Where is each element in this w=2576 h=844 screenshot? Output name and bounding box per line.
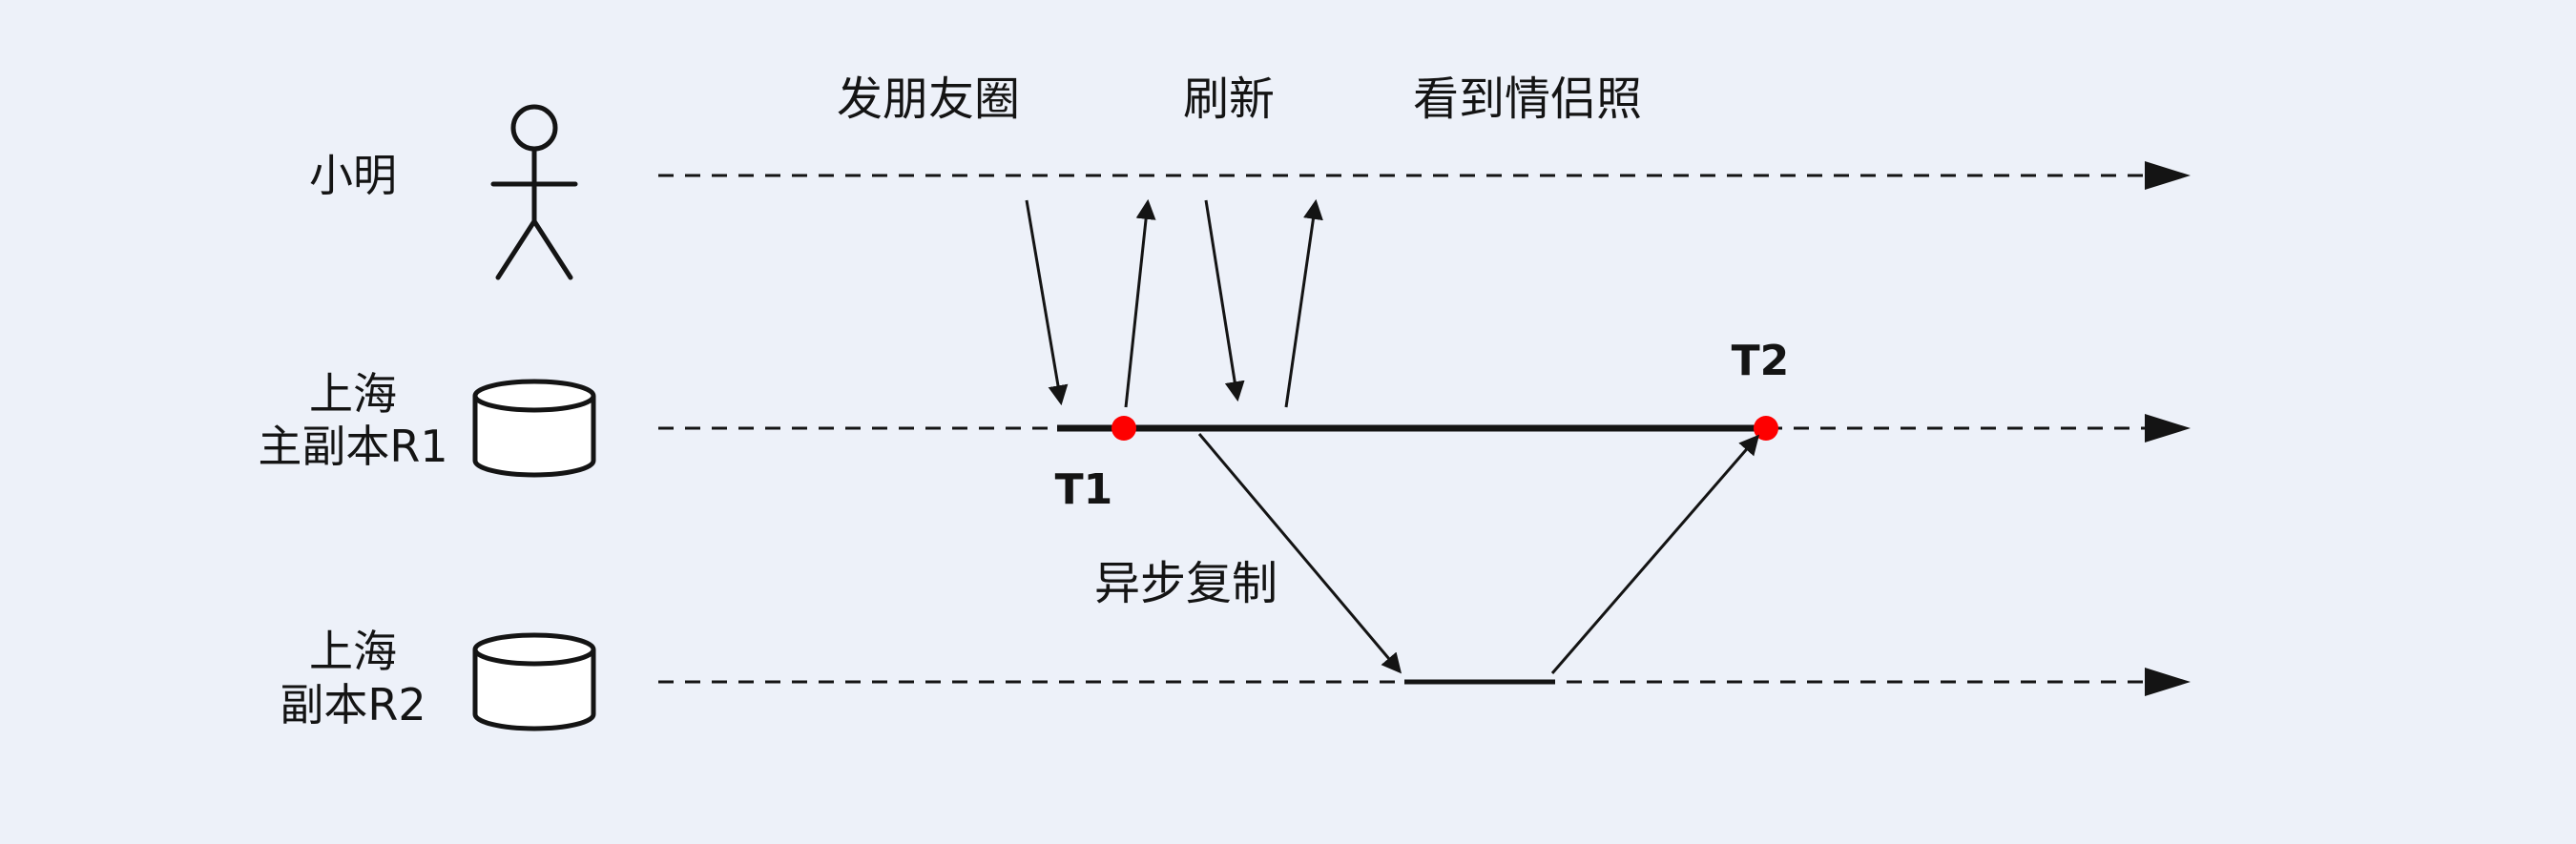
event-label-see-couple-photo: 看到情侣照 [1413, 72, 1642, 126]
person-icon-right-leg [531, 218, 573, 280]
timeline-arrowhead-xiaoming [2145, 161, 2191, 190]
timeline-arrowhead-r1 [2145, 414, 2191, 443]
arrow-refresh-response-up [1284, 198, 1323, 408]
person-icon-head [510, 104, 558, 152]
lane-label-r2-name: 副本R2 [280, 679, 426, 731]
lane-label-r1-name: 主副本R1 [258, 421, 447, 472]
arrow-async-replication-down [1197, 433, 1402, 674]
database-icon-r1-top [472, 379, 596, 413]
t2-dot [1754, 416, 1778, 441]
arrow-post-ack-up [1124, 198, 1156, 408]
database-icon-r1-body [472, 396, 596, 478]
arrow-post-moments-down [1025, 199, 1069, 406]
database-icon-r2 [472, 632, 596, 731]
t2-label: T2 [1732, 337, 1790, 385]
lane-label-r2-city: 上海 [309, 626, 397, 677]
t1-label: T1 [1055, 465, 1113, 514]
database-icon-r1 [472, 379, 596, 478]
person-icon-left-leg [495, 218, 537, 280]
event-label-async-replication: 异步复制 [1094, 557, 1278, 610]
database-icon-r2-body [472, 649, 596, 731]
person-icon [490, 104, 578, 280]
message-arrows [1025, 198, 1760, 674]
event-label-refresh: 刷新 [1183, 72, 1275, 126]
event-label-post-moments: 发朋友圈 [837, 72, 1020, 126]
lane-label-xiaoming: 小明 [309, 150, 397, 201]
arrow-refresh-down [1204, 199, 1245, 402]
t1-dot [1111, 416, 1136, 441]
timeline-arrowhead-r2 [2145, 668, 2191, 696]
lane-label-r1-city: 上海 [309, 368, 397, 420]
database-icon-r2-top [472, 632, 596, 667]
arrow-replication-return-up [1550, 434, 1760, 674]
